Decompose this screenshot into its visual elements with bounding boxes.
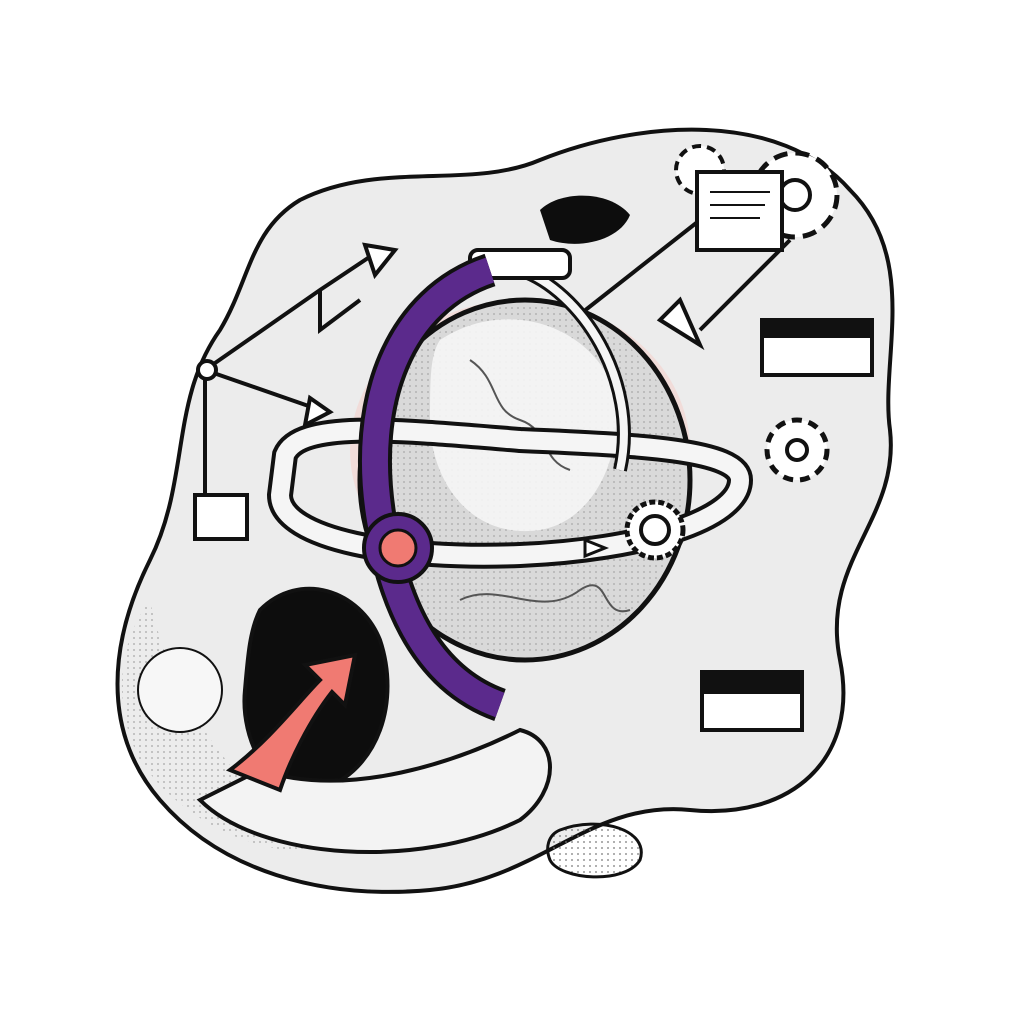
red-button-icon <box>378 528 418 568</box>
purple-harness-band-fill <box>361 257 505 718</box>
dark-cavity-top <box>540 195 630 244</box>
label-card-icon <box>760 318 874 377</box>
brain-highlight <box>430 319 617 532</box>
arrow-icon <box>302 394 334 429</box>
label-card-icon <box>700 670 804 732</box>
tube <box>196 727 552 854</box>
document-icon <box>193 493 249 541</box>
blob-shading <box>121 600 331 852</box>
arrow-icon <box>656 296 705 351</box>
arrow-icon <box>583 537 610 559</box>
document-lines <box>710 191 770 219</box>
dial-icon <box>624 499 686 561</box>
harness-arc <box>518 266 628 471</box>
node-dot <box>196 359 218 381</box>
gear-icon <box>764 417 830 483</box>
flow-lines <box>203 248 382 500</box>
arrow-icon <box>362 242 399 280</box>
small-circle <box>137 647 223 733</box>
connector-line <box>698 238 792 332</box>
small-drop <box>546 822 643 879</box>
brain-folds <box>459 359 631 613</box>
document-icon <box>695 170 784 252</box>
red-arrow-icon <box>225 652 358 793</box>
